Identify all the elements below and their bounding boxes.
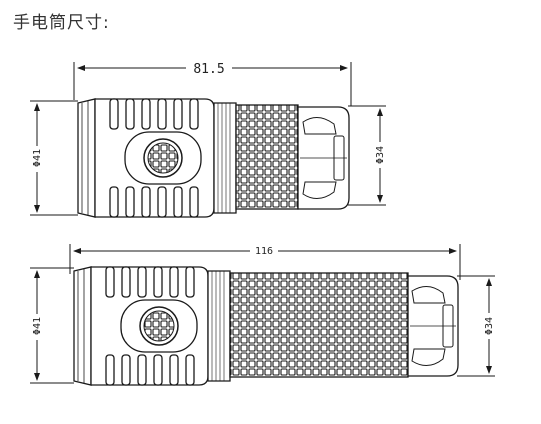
- flashlight-body: [73, 266, 459, 386]
- page-title: 手电筒尺寸:: [13, 13, 110, 33]
- flashlight-body: [77, 98, 350, 218]
- length-label: 81.5: [193, 62, 224, 77]
- tail-diameter-label: Φ34: [484, 317, 495, 335]
- head-diameter-label: Φ41: [32, 317, 43, 335]
- head-diameter-label: Φ41: [32, 149, 43, 167]
- switch-button-icon: [139, 306, 179, 346]
- tail-diameter-label: Φ34: [375, 146, 386, 164]
- switch-button-icon: [143, 138, 183, 178]
- flashlight-long-view: 116 Φ41 Φ34: [30, 244, 495, 386]
- length-label: 116: [255, 246, 273, 257]
- flashlight-short-view: 81.5 Φ41 Φ34: [30, 61, 386, 218]
